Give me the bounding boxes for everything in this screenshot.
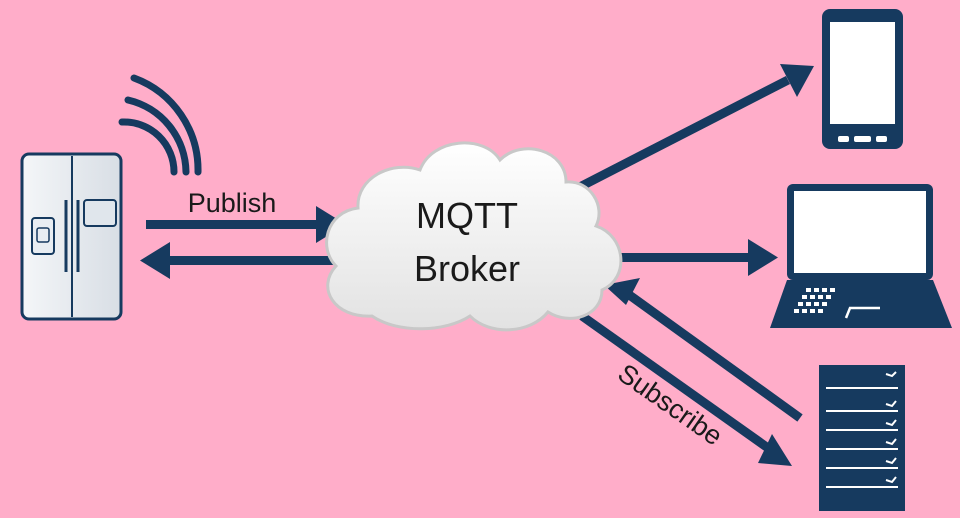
publish-label: Publish (188, 188, 277, 218)
broker-to-phone-arrow (567, 64, 814, 197)
subscribe-arrow (604, 278, 803, 422)
wifi-signal-icon (118, 74, 202, 176)
smartphone-icon (822, 9, 903, 149)
broker-title-line1: MQTT (416, 195, 518, 236)
laptop-keyboard (794, 288, 835, 313)
broker-to-server-arrow (579, 312, 792, 466)
cloud-icon (325, 141, 623, 332)
broker-to-publisher-arrow (140, 242, 340, 279)
refrigerator-icon (20, 152, 123, 321)
broker-to-laptop-arrow (610, 239, 778, 276)
server-rack-icon (819, 365, 905, 511)
laptop-icon (770, 184, 952, 328)
broker-title-line2: Broker (414, 248, 520, 289)
